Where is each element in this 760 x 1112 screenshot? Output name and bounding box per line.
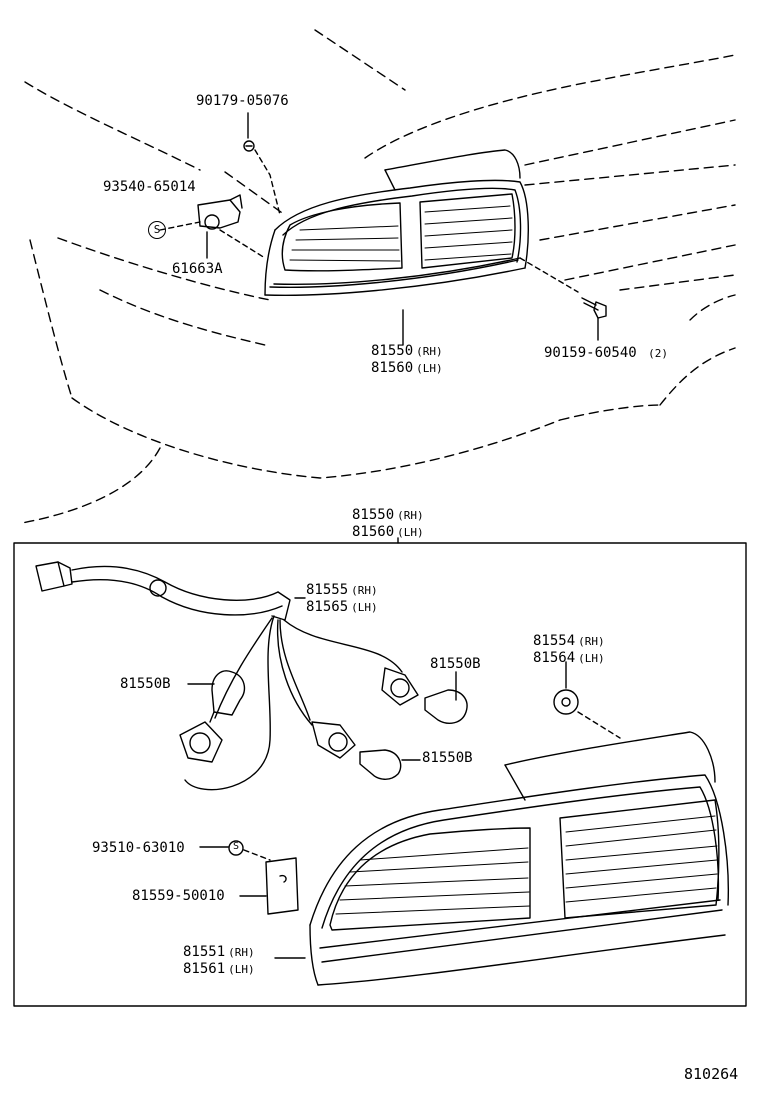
label-81551-rh: 81551(RH)	[183, 945, 255, 959]
dashed-leaders-lower	[243, 711, 621, 861]
grommet-icon	[553, 689, 579, 715]
part-number: 81551	[183, 944, 226, 960]
leaders-upper	[206, 112, 599, 346]
lh-suffix: (LH)	[578, 652, 605, 665]
label-81550b-left: 81550B	[120, 676, 171, 692]
label-81555-rh: 81555(RH)	[306, 583, 378, 597]
bulb-socket-left	[179, 721, 223, 763]
label-81564-lh: 81564(LH)	[533, 651, 605, 665]
screw-icon	[228, 840, 244, 856]
part-number: 81561	[183, 961, 226, 977]
label-81550b-right: 81550B	[430, 656, 481, 672]
rh-suffix: (RH)	[351, 584, 378, 597]
bulb-socket-middle	[311, 721, 356, 759]
part-number: 90159-60540	[544, 345, 637, 361]
quantity: (2)	[648, 347, 669, 360]
lh-suffix: (LH)	[416, 362, 443, 375]
leaders-lower	[187, 597, 567, 959]
label-81561-lh: 81561(LH)	[183, 962, 255, 976]
plate-icon	[265, 857, 299, 915]
lh-suffix: (LH)	[228, 963, 255, 976]
label-81550b-lower: 81550B	[422, 750, 473, 766]
nut-icon	[243, 140, 255, 152]
wire-harness	[35, 561, 403, 791]
lh-suffix: (LH)	[351, 601, 378, 614]
rh-suffix: (RH)	[228, 946, 255, 959]
lamp-assembly-large	[309, 731, 729, 986]
label-81550-rh-middle: 81550(RH)	[352, 508, 424, 522]
label-90159-60540: 90159-60540 (2)	[544, 346, 668, 360]
label-81554-rh: 81554(RH)	[533, 634, 605, 648]
dashed-leaders-upper	[159, 149, 579, 293]
label-61663a: 61663A	[172, 261, 223, 277]
socket-bracket-icon	[197, 194, 243, 230]
bolt-icon	[581, 297, 607, 319]
part-number: 81555	[306, 582, 349, 598]
rh-suffix: (RH)	[578, 635, 605, 648]
part-number: 81554	[533, 633, 576, 649]
screw-mark-icon: S	[232, 841, 240, 852]
bulb-middle	[359, 749, 402, 780]
rh-suffix: (RH)	[397, 509, 424, 522]
part-number: 81550	[371, 343, 414, 359]
vehicle-body-outline	[21, 29, 736, 524]
rh-suffix: (RH)	[416, 345, 443, 358]
label-81550-rh-upper: 81550(RH)	[371, 344, 443, 358]
label-81565-lh: 81565(LH)	[306, 600, 378, 614]
label-81560-lh-upper: 81560(LH)	[371, 361, 443, 375]
label-81559-50010: 81559-50010	[132, 888, 225, 904]
part-number: 81560	[371, 360, 414, 376]
part-number: 81565	[306, 599, 349, 615]
bulb-upper-right	[424, 689, 468, 724]
part-number: 81560	[352, 524, 395, 540]
part-number: 81550	[352, 507, 395, 523]
label-90179-05076: 90179-05076	[196, 93, 289, 109]
lamp-assembly-small	[264, 149, 529, 297]
label-93510-63010: 93510-63010	[92, 840, 185, 856]
lh-suffix: (LH)	[397, 526, 424, 539]
bulb-socket-upper-right	[381, 667, 419, 706]
detail-box	[13, 542, 747, 1007]
diagram-reference-number: 810264	[684, 1065, 739, 1083]
label-81560-lh-middle: 81560(LH)	[352, 525, 424, 539]
bulb-left	[209, 670, 246, 723]
screw-mark-icon: S	[148, 221, 166, 239]
label-93540-65014: 93540-65014	[103, 179, 196, 195]
part-number: 81564	[533, 650, 576, 666]
